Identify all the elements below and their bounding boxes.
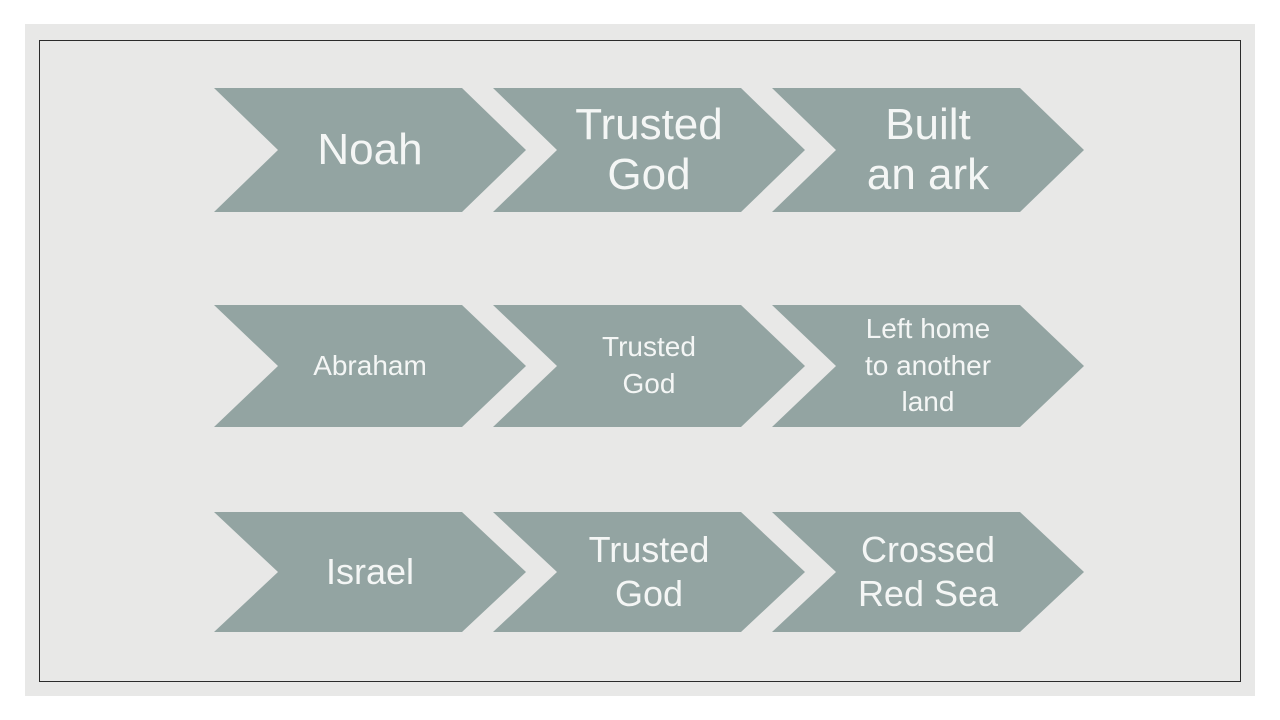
chevron-label: Trusted God bbox=[588, 529, 710, 614]
slide-border-frame bbox=[39, 40, 1241, 682]
chevron-label: Abraham bbox=[313, 349, 427, 381]
chevron-label: Trusted God bbox=[602, 331, 696, 399]
slide-canvas: Noah Trusted God Built an ark Abraham Tr… bbox=[25, 24, 1255, 696]
chevron-label: Left home to another land bbox=[864, 312, 992, 418]
chevron-label: Israel bbox=[325, 551, 415, 593]
chevron-label: Crossed Red Sea bbox=[857, 529, 999, 614]
chevron-label: Trusted God bbox=[575, 99, 723, 199]
chevron-label: Noah bbox=[317, 124, 423, 174]
chevron-label: Built an ark bbox=[866, 99, 990, 199]
